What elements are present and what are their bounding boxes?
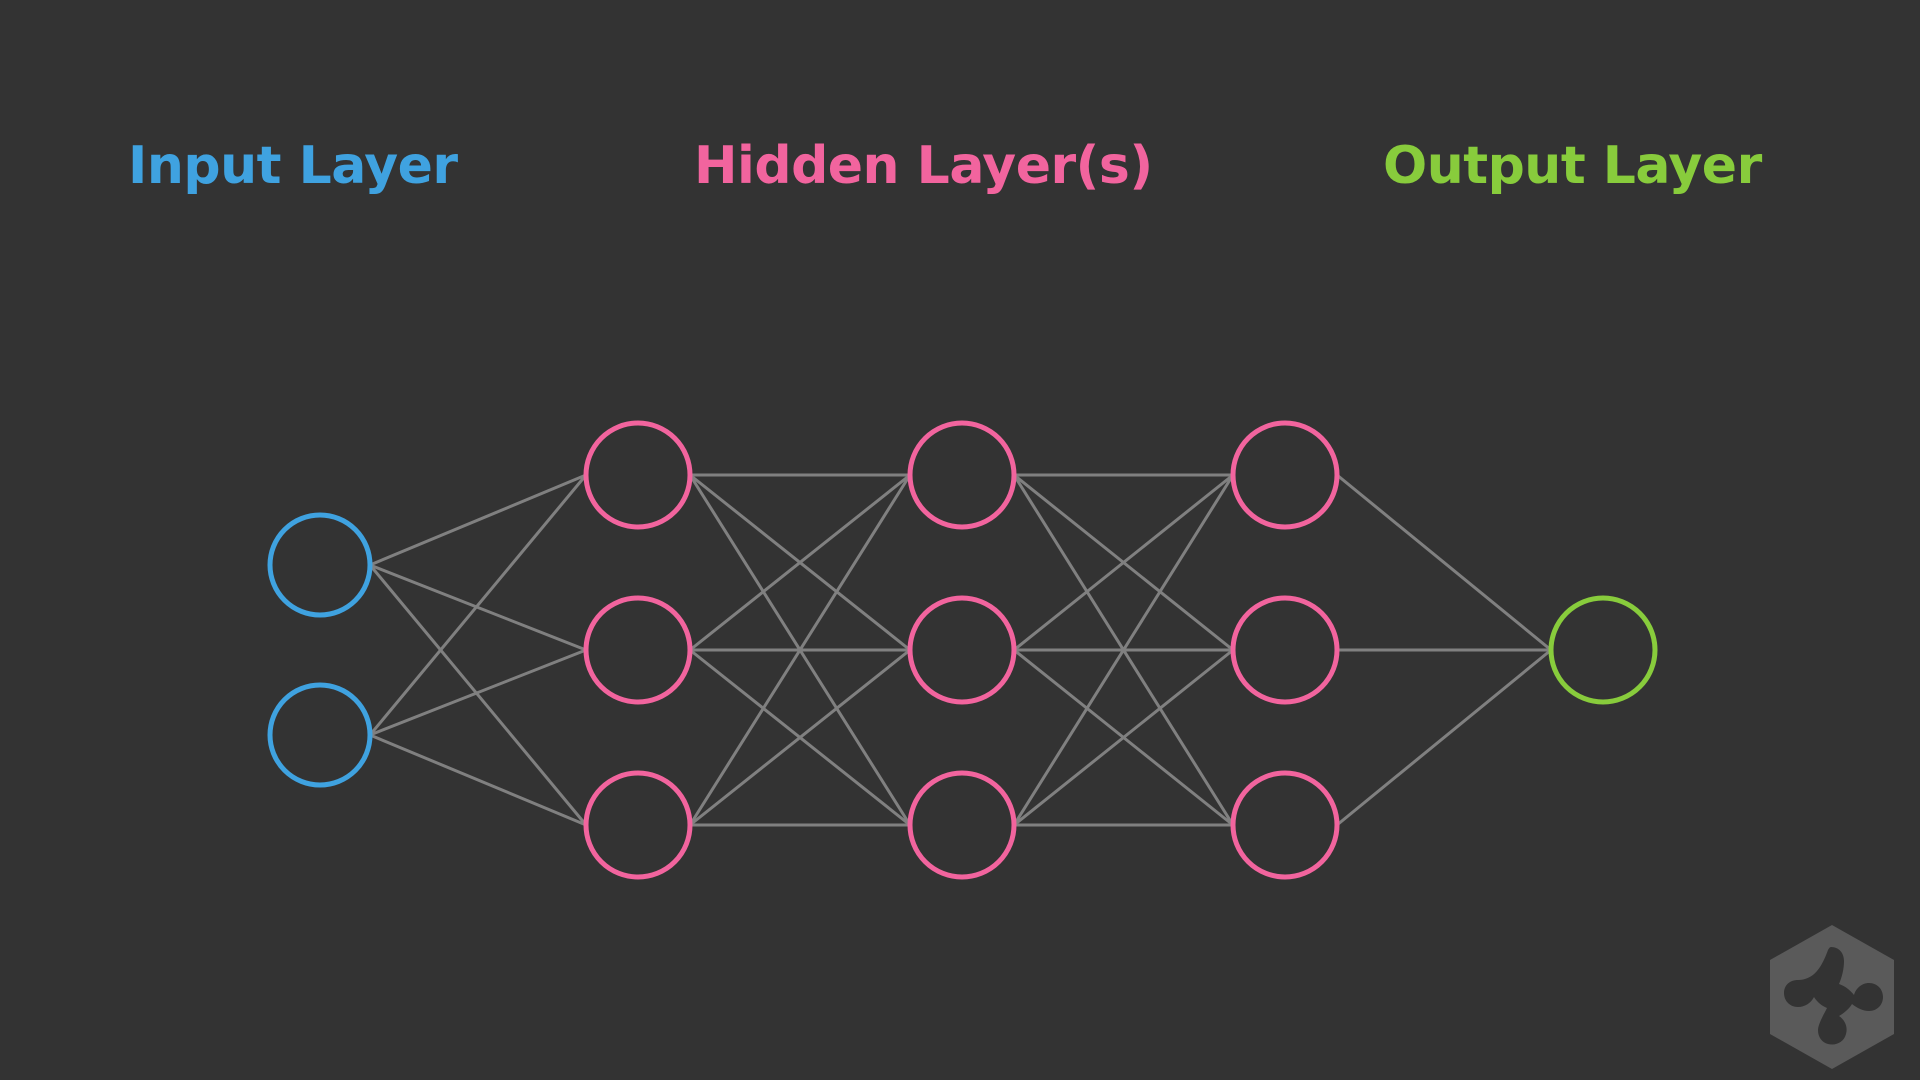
connection-edge	[368, 563, 588, 827]
neuron-node-input	[267, 512, 373, 618]
neuron-node-hidden	[907, 595, 1017, 705]
connection-edge	[1012, 473, 1235, 652]
connection-edge	[1335, 648, 1553, 827]
neuron-node-hidden	[583, 770, 693, 880]
connection-edges-group	[368, 473, 1553, 827]
connection-edge	[368, 563, 588, 652]
connection-edge	[688, 473, 912, 827]
connection-edge	[1012, 648, 1235, 827]
neuron-node-hidden	[583, 595, 693, 705]
hexagon-neuron-logo-icon	[1770, 925, 1894, 1069]
connection-edge	[688, 648, 912, 827]
neuron-node-hidden	[907, 770, 1017, 880]
connection-edge	[688, 473, 912, 652]
neuron-node-output	[1548, 595, 1658, 705]
connection-edge	[1012, 473, 1235, 827]
neuron-node-hidden	[1230, 595, 1340, 705]
neuron-node-hidden	[907, 420, 1017, 530]
connection-edge	[368, 473, 588, 737]
neuron-node-hidden	[583, 420, 693, 530]
layer-label-hidden: Hidden Layer(s)	[694, 136, 1153, 196]
neuron-node-hidden	[1230, 420, 1340, 530]
neuron-node-input	[267, 682, 373, 788]
layer-label-output: Output Layer	[1383, 136, 1762, 196]
connection-edge	[368, 733, 588, 827]
connection-edge	[368, 473, 588, 567]
neuron-nodes-group	[267, 420, 1658, 880]
connection-edge	[368, 648, 588, 737]
neuron-node-hidden	[1230, 770, 1340, 880]
connection-edge	[1335, 473, 1553, 652]
layer-label-input: Input Layer	[128, 136, 458, 196]
